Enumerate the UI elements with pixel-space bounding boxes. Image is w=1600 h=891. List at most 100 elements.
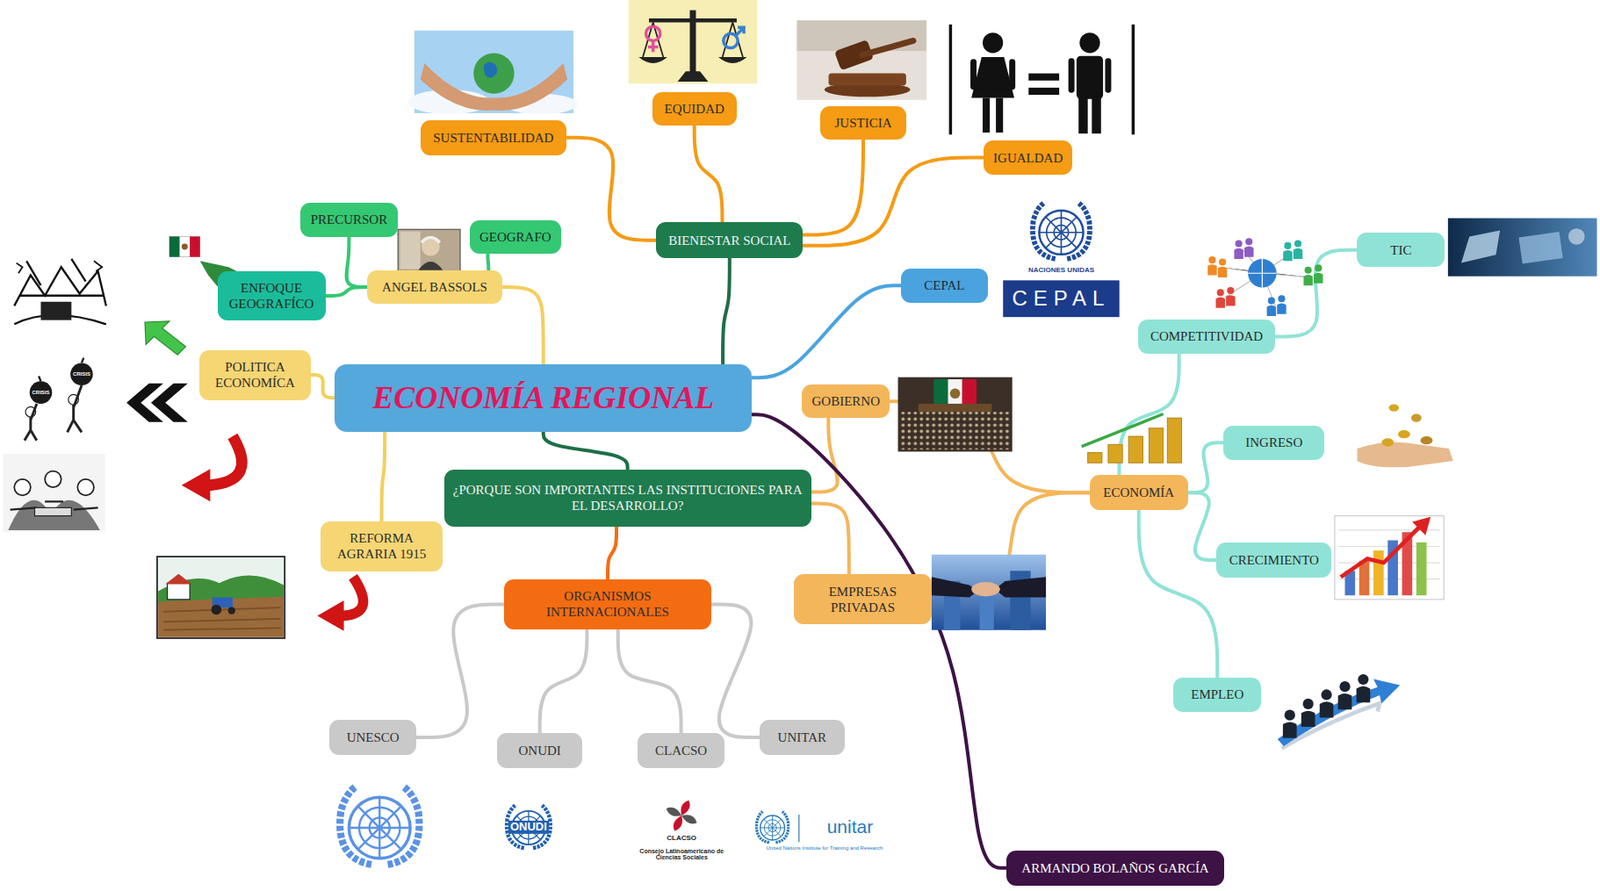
topic-text: EQUIDAD xyxy=(664,100,725,117)
topic-box: EQUIDAD xyxy=(652,92,737,126)
un-cepal-logo xyxy=(1002,200,1119,318)
handshake-picture xyxy=(971,582,1001,597)
branch-line xyxy=(540,629,588,735)
coin-stacks-picture xyxy=(1081,413,1182,463)
unitar-logo xyxy=(798,814,800,843)
branch-line xyxy=(502,287,544,365)
gender-scale-picture xyxy=(723,33,738,48)
logo-text: CLACSO xyxy=(664,835,699,844)
growth-chart-picture xyxy=(1340,526,1421,577)
coin-stacks-picture xyxy=(1081,413,1164,447)
farm-picture xyxy=(228,607,236,615)
central-topic: ECONOMÍA REGIONAL xyxy=(334,364,752,433)
logo-text: Consejo Latinoamericano de Ciencias Soci… xyxy=(631,848,732,862)
handshake-picture xyxy=(931,576,978,598)
congress-photo xyxy=(898,377,1013,453)
sketch-picture xyxy=(10,254,111,335)
red-curved-arrow xyxy=(181,468,211,502)
clacso-logo xyxy=(673,815,683,831)
technology-picture xyxy=(1568,228,1586,246)
equality-figures xyxy=(1028,87,1060,95)
onudi-logo xyxy=(506,805,551,849)
hands-globe-picture xyxy=(473,52,514,94)
topic-text: UNESCO xyxy=(346,729,400,746)
topic-box: ANGEL BASSOLS xyxy=(367,270,502,304)
coins-hand-picture xyxy=(1398,430,1411,439)
equality-figures xyxy=(982,97,990,132)
meeting-cartoon xyxy=(14,479,31,497)
topic-box: JUSTICIA xyxy=(820,106,907,140)
meeting-cartoon xyxy=(35,507,73,516)
branch-line xyxy=(1188,442,1225,493)
congress-photo xyxy=(900,411,1010,450)
meeting-cartoon xyxy=(7,500,101,531)
business-people-arrow xyxy=(1356,674,1371,703)
coins-hand-picture xyxy=(1356,403,1453,468)
branch-line xyxy=(889,401,1090,493)
branch-line xyxy=(751,285,901,378)
farm-picture xyxy=(163,607,282,631)
growth-chart-picture xyxy=(1359,561,1370,596)
handshake-picture xyxy=(931,554,1046,631)
gender-scale-picture xyxy=(642,22,743,58)
clacso-logo xyxy=(680,800,690,816)
portrait-photo xyxy=(421,237,440,244)
branch-line xyxy=(325,287,368,296)
topic-text: GOBIERNO xyxy=(812,393,881,410)
topic-text: UNITAR xyxy=(778,729,827,746)
branch-line xyxy=(543,432,628,470)
congress-photo xyxy=(950,388,961,399)
coins-hand-picture xyxy=(1356,442,1453,469)
equality-figures xyxy=(1091,96,1101,134)
people-network-picture xyxy=(1247,259,1277,289)
topic-text: CEPAL xyxy=(923,277,965,294)
un-cepal-logo xyxy=(1032,202,1090,260)
coins-hand-picture xyxy=(1388,403,1399,411)
people-network-picture xyxy=(1219,251,1312,307)
green-arrow xyxy=(144,321,186,355)
branch-line xyxy=(931,492,1090,599)
topic-text: ENFOQUE GEOGRAFÍCO xyxy=(224,280,319,312)
topic-text: ECONOMÍA REGIONAL xyxy=(372,379,714,418)
branch-line xyxy=(607,526,617,580)
business-people-arrow xyxy=(1301,699,1316,728)
equality-figures xyxy=(971,57,1015,98)
meeting-cartoon xyxy=(77,479,94,497)
people-network-picture xyxy=(1233,239,1243,259)
red-curved-arrow xyxy=(209,436,242,486)
branch-line xyxy=(694,125,723,223)
topic-box: SUSTENTABILIDAD xyxy=(420,120,567,156)
farm-picture xyxy=(211,605,223,616)
topic-box: ¿PORQUE SON IMPORTANTES LAS INSTITUCIONE… xyxy=(444,469,812,527)
topic-text: ORGANISMOS INTERNACIONALES xyxy=(511,588,705,620)
branch-line xyxy=(722,258,730,365)
topic-box: REFORMA AGRARIA 1915 xyxy=(320,521,443,572)
crisis-cartoon xyxy=(29,381,53,404)
people-network-picture xyxy=(1225,287,1235,306)
un-cepal-logo xyxy=(1018,200,1120,281)
technology-picture xyxy=(1518,231,1563,264)
gender-scale-picture xyxy=(638,57,747,64)
people-network-picture xyxy=(1282,242,1292,261)
branch-line xyxy=(1188,492,1218,561)
mexico-flag-map xyxy=(169,236,201,257)
topic-box: TIC xyxy=(1356,232,1445,268)
equality-figures xyxy=(1009,58,1016,90)
branch-line xyxy=(485,253,491,271)
topic-text: BIENESTAR SOCIAL xyxy=(668,232,791,249)
coin-stacks-picture xyxy=(1128,436,1143,463)
topic-text: REFORMA AGRARIA 1915 xyxy=(327,530,436,563)
topic-text: SUSTENTABILIDAD xyxy=(432,129,554,146)
red-curved-arrow xyxy=(342,576,363,616)
topic-box: BIENESTAR SOCIAL xyxy=(655,222,803,259)
gender-scale-picture xyxy=(628,0,757,84)
people-network-picture xyxy=(1267,297,1276,317)
topic-box: CLACSO xyxy=(637,733,725,769)
farm-picture xyxy=(157,556,285,639)
clacso-logo xyxy=(666,800,698,832)
equality-figures xyxy=(1068,57,1075,93)
topic-text: JUSTICIA xyxy=(835,115,893,131)
branch-line xyxy=(618,629,682,735)
farm-picture xyxy=(157,556,285,639)
